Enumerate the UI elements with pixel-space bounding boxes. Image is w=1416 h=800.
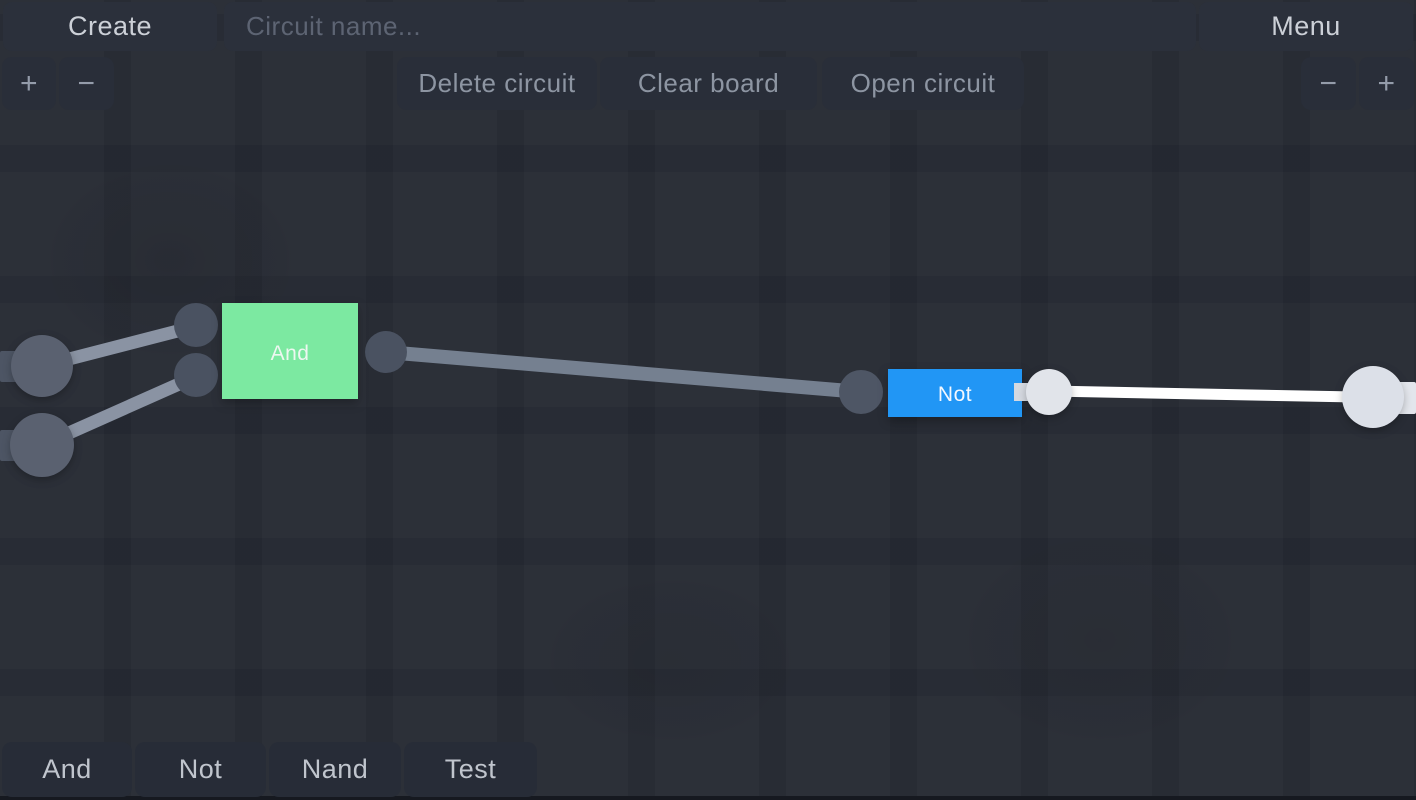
palette-item-and[interactable]: And <box>2 742 132 797</box>
create-button[interactable]: Create <box>3 2 217 51</box>
and-output-pin[interactable] <box>365 331 407 373</box>
palette-item-test[interactable]: Test <box>404 742 537 797</box>
circuit-name-input[interactable] <box>224 2 1196 51</box>
and-input-pin-1[interactable] <box>174 303 218 347</box>
palette-item-not[interactable]: Not <box>135 742 266 797</box>
not-gate-label: Not <box>938 383 972 406</box>
output-node-1[interactable] <box>1342 366 1404 428</box>
and-gate[interactable]: And <box>222 303 358 399</box>
wire-not-to-output-on[interactable] <box>1049 385 1357 403</box>
not-input-pin[interactable] <box>839 370 883 414</box>
and-input-pin-2[interactable] <box>174 353 218 397</box>
palette-item-nand[interactable]: Nand <box>269 742 401 797</box>
bottom-edge-strip <box>0 796 1416 800</box>
input-node-1[interactable] <box>11 335 73 397</box>
open-circuit-button[interactable]: Open circuit <box>822 57 1024 110</box>
delete-circuit-button[interactable]: Delete circuit <box>397 57 597 110</box>
wire-and-to-not[interactable] <box>385 345 862 399</box>
zoom-in-button-left[interactable]: + <box>2 57 56 110</box>
and-gate-label: And <box>271 342 310 365</box>
not-gate[interactable]: Not <box>888 369 1022 417</box>
input-node-2[interactable] <box>10 413 74 477</box>
zoom-out-button-left[interactable]: − <box>59 57 114 110</box>
zoom-out-button-right[interactable]: − <box>1301 57 1356 110</box>
clear-board-button[interactable]: Clear board <box>600 57 817 110</box>
menu-button[interactable]: Menu <box>1199 2 1413 51</box>
zoom-in-button-right[interactable]: + <box>1359 57 1414 110</box>
not-output-pin-on[interactable] <box>1026 369 1072 415</box>
